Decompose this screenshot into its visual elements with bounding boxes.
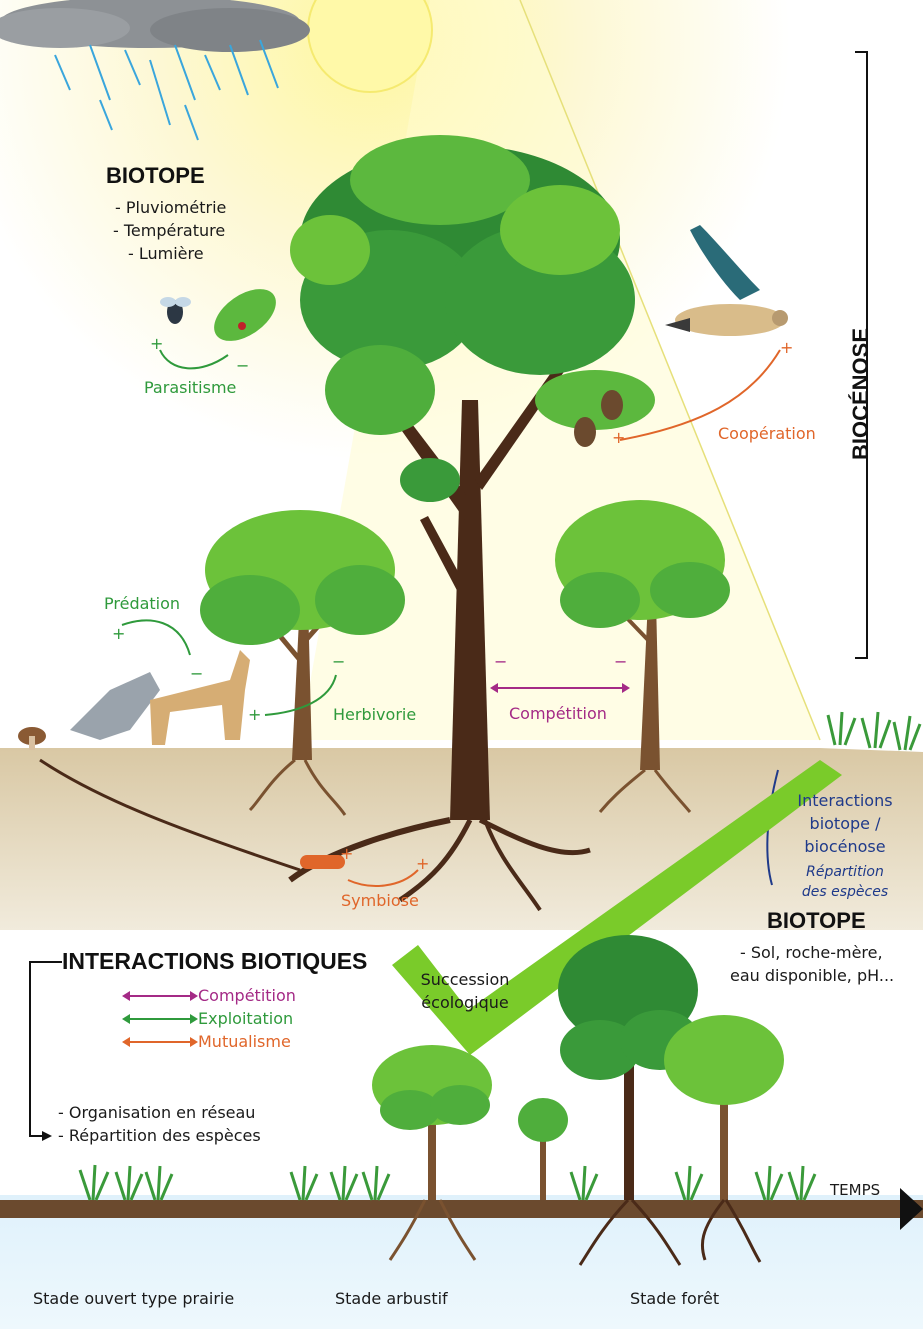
legend-note-repartition: - Répartition des espèces bbox=[58, 1126, 261, 1145]
biotope-item-pluviometrie: - Pluviométrie bbox=[115, 198, 226, 217]
herbivorie-label: Herbivorie bbox=[333, 705, 416, 724]
cooperation-label: Coopération bbox=[718, 424, 816, 443]
biotope-item-temperature: - Température bbox=[113, 221, 225, 240]
stage-prairie-label: Stade ouvert type prairie bbox=[33, 1289, 234, 1308]
succession-line1: Succession bbox=[410, 970, 520, 989]
cooperation-plus-sign-acorn: + bbox=[612, 428, 625, 447]
symbiose-plus-sign-right: + bbox=[416, 854, 429, 873]
stage-arbustif-label: Stade arbustif bbox=[335, 1289, 448, 1308]
herbivorie-minus-sign: − bbox=[332, 652, 345, 671]
interactions-biotope-line3: biocénose bbox=[790, 837, 900, 856]
time-label: TEMPS bbox=[830, 1181, 880, 1199]
succession-line2: écologique bbox=[410, 993, 520, 1012]
symbiose-fungus bbox=[300, 855, 345, 869]
competition-label: Compétition bbox=[509, 704, 607, 723]
timeline-ground bbox=[0, 1200, 923, 1218]
predation-plus-sign: + bbox=[112, 624, 125, 643]
parasitisme-minus-sign: − bbox=[236, 356, 249, 375]
competition-minus-sign-left: − bbox=[494, 652, 507, 671]
legend-item-competition: Compétition bbox=[198, 986, 296, 1005]
competition-minus-sign-right: − bbox=[614, 652, 627, 671]
legend-item-mutualisme: Mutualisme bbox=[198, 1032, 291, 1051]
parasitisme-label: Parasitisme bbox=[144, 378, 236, 397]
cloud-icon bbox=[0, 0, 310, 52]
herbivorie-plus-sign: + bbox=[248, 705, 261, 724]
predation-minus-sign: − bbox=[190, 664, 203, 683]
symbiose-plus-sign-left: + bbox=[340, 844, 353, 863]
biotope-bottom-line2: eau disponible, pH... bbox=[730, 966, 894, 985]
stage-foret-label: Stade forêt bbox=[630, 1289, 719, 1308]
legend-item-exploitation: Exploitation bbox=[198, 1009, 293, 1028]
symbiose-label: Symbiose bbox=[341, 891, 419, 910]
repartition-line1: Répartition bbox=[790, 864, 900, 880]
interactions-biotope-line2: biotope / bbox=[790, 814, 900, 833]
interactions-biotope-line1: Interactions bbox=[790, 791, 900, 810]
biocenose-label: BIOCÉNOSE bbox=[848, 328, 874, 460]
legend-note-reseau: - Organisation en réseau bbox=[58, 1103, 255, 1122]
predation-label: Prédation bbox=[104, 594, 180, 613]
legend-title: INTERACTIONS BIOTIQUES bbox=[62, 948, 367, 975]
cooperation-plus-sign-bird: + bbox=[780, 338, 793, 357]
repartition-line2: des espèces bbox=[790, 884, 900, 900]
parasitisme-plus-sign: + bbox=[150, 334, 163, 353]
biotope-item-lumiere: - Lumière bbox=[128, 244, 204, 263]
biotope-bottom-line1: - Sol, roche-mère, bbox=[740, 943, 883, 962]
biotope-bottom-title: BIOTOPE bbox=[767, 908, 866, 934]
biotope-top-title: BIOTOPE bbox=[106, 163, 205, 189]
